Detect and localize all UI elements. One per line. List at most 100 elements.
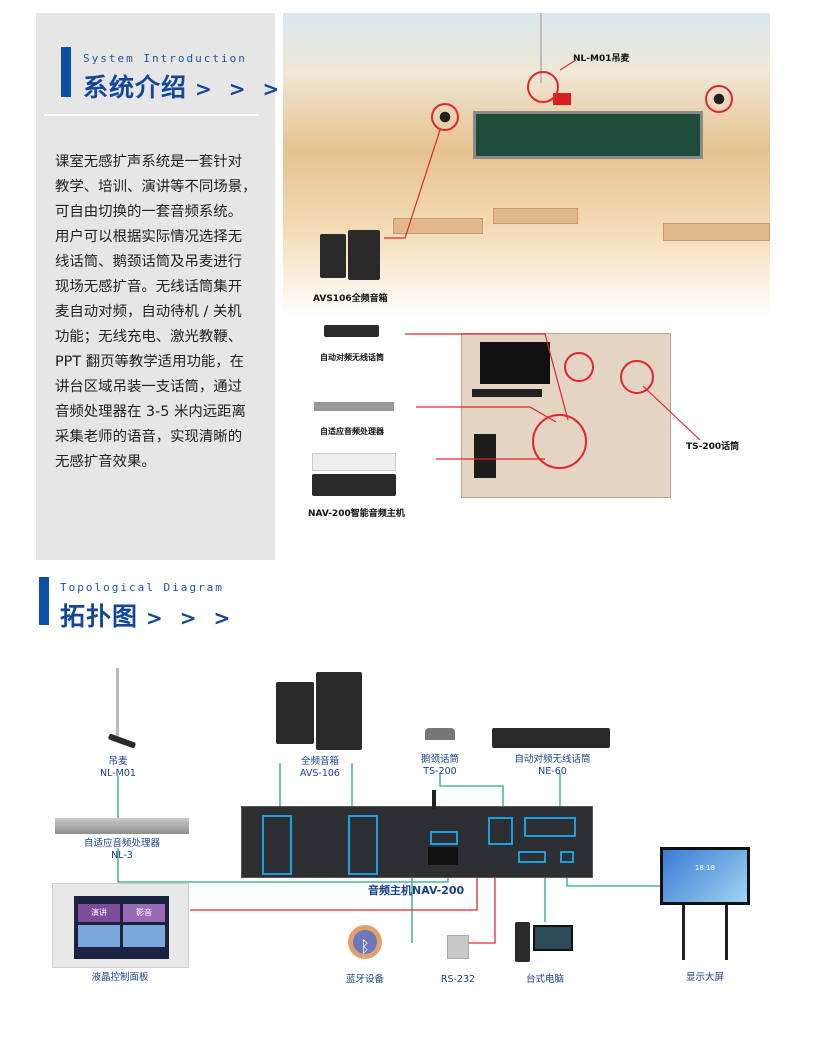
port-aux-input[interactable] (430, 831, 458, 845)
panel-button-av[interactable]: 影音 (123, 904, 165, 922)
panel-highlight (564, 352, 594, 382)
device-name: 吊麦 (108, 756, 128, 767)
topology-title-text: 拓扑图 (60, 602, 139, 631)
label-host: 音频主机NAV-200 (368, 884, 465, 897)
wire (190, 870, 478, 911)
intro-line: 无感扩音效果。 (55, 454, 156, 470)
pc-monitor-image (533, 925, 573, 951)
port-hdmi-out[interactable] (560, 851, 574, 863)
label-ceiling-mic: NL-M01吊麦 (573, 54, 630, 64)
rs232-port-image (447, 935, 469, 959)
label-host: NAV-200智能音频主机 (308, 509, 405, 519)
ac-in (428, 847, 458, 865)
port-mic-inputs[interactable] (524, 817, 576, 837)
intro-line: 线话筒、鹅颈话筒及吊麦进行 (55, 254, 243, 270)
intro-panel (36, 13, 275, 560)
label-processor: 自适应音频处理器 (320, 427, 384, 436)
topology-title: 拓扑图 > > > (60, 597, 235, 633)
device-model: TS-200 (423, 766, 457, 777)
device-name: 自适应音频处理器 (83, 838, 160, 849)
callout-line (405, 333, 569, 421)
intro-title: 系统介绍 > > > (83, 68, 284, 104)
callout-line (559, 59, 577, 71)
label-speaker: AVS106全频音箱 (313, 294, 388, 304)
wireless-receiver-image (492, 728, 610, 748)
speaker-image (348, 230, 380, 280)
device-name: 自动对频无线话筒 (514, 754, 591, 765)
pc-tower (474, 434, 496, 478)
label-rs232: RS-232 (440, 974, 476, 985)
flag (553, 93, 571, 105)
intro-line: 麦自动对频，自动待机 / 关机 (55, 304, 242, 320)
device-model: NL-3 (111, 850, 133, 861)
port-output-b[interactable] (262, 815, 292, 875)
podium-keyboard (472, 389, 542, 397)
display-stand (725, 905, 728, 960)
callout-line (416, 406, 557, 423)
speaker-right-highlight (705, 85, 733, 113)
intro-line: 可自由切换的一套音频系统。 (55, 204, 243, 220)
device-model: NE-60 (538, 766, 567, 777)
port-hdmi-in[interactable] (518, 851, 546, 863)
section-marker (39, 577, 49, 625)
intro-subtitle: System Introduction (83, 52, 247, 65)
intro-line: 采集老师的语音，实现清晰的 (55, 429, 243, 445)
label-pc: 台式电脑 (525, 974, 564, 985)
title-arrows: > > > (195, 77, 285, 101)
wireless-mic-image (324, 325, 379, 337)
intro-line: 课室无感扩声系统是一套针对 (55, 154, 243, 170)
host-rear-panel (241, 806, 593, 878)
intro-line: 教学、培训、演讲等不同场景， (55, 179, 257, 195)
intro-title-text: 系统介绍 (83, 73, 188, 102)
title-arrows: > > > (146, 606, 236, 630)
ceiling-mic-highlight (527, 71, 559, 103)
label-gooseneck: TS-200话筒 (686, 442, 740, 452)
section-marker (61, 47, 71, 97)
podium-monitor (480, 342, 550, 384)
host-image-rear (312, 474, 396, 496)
display-clock: 18:18 (694, 864, 716, 872)
speaker-image (320, 234, 346, 278)
device-name: 全频音箱 (300, 756, 339, 767)
port-output-a[interactable] (348, 815, 378, 875)
device-name: 鹅颈话筒 (420, 754, 459, 765)
speaker-left-highlight (431, 103, 459, 131)
mic-pole (540, 13, 542, 83)
label-display: 显示大屏 (685, 972, 724, 983)
ceiling-mic-image (116, 668, 119, 738)
student-desk (393, 218, 483, 234)
label-bluetooth: 蓝牙设备 (345, 974, 384, 985)
display-stand (682, 905, 685, 960)
port-mic-in[interactable] (488, 817, 513, 845)
processor-image (55, 818, 189, 834)
panel-button-speech[interactable]: 演讲 (78, 904, 120, 922)
pc-tower-image (515, 922, 530, 962)
podium (461, 333, 671, 498)
volume-slider[interactable] (123, 925, 165, 947)
device-model: AVS-106 (300, 768, 340, 779)
student-desk (493, 208, 578, 224)
display-screen: 18:18 (660, 847, 750, 905)
topology-subtitle: Topological Diagram (60, 581, 224, 594)
gooseneck-image (425, 728, 455, 740)
label-panel: 液晶控制面板 (91, 972, 149, 983)
speaker-image (276, 682, 314, 744)
device-model: NL-M01 (100, 768, 136, 779)
bluetooth-icon: ᛒ (348, 925, 382, 959)
volume-slider[interactable] (78, 925, 120, 947)
wire (439, 773, 504, 818)
label-wireless-mic: 自动对频无线话筒 (320, 353, 384, 362)
wire (466, 870, 496, 944)
intro-line: 用户可以根据实际情况选择无 (55, 229, 243, 245)
gooseneck-highlight (620, 360, 654, 394)
lcd-screen: 演讲 影音 (74, 896, 169, 959)
callout-line (384, 129, 441, 239)
intro-line: 现场无感扩音。无线话筒集开 (55, 279, 243, 295)
divider (44, 114, 259, 116)
callout-line (642, 385, 701, 441)
rack-highlight (532, 414, 587, 469)
intro-body: 课室无感扩声系统是一套针对教学、培训、演讲等不同场景， 可自由切换的一套音频系统。… (55, 150, 265, 475)
